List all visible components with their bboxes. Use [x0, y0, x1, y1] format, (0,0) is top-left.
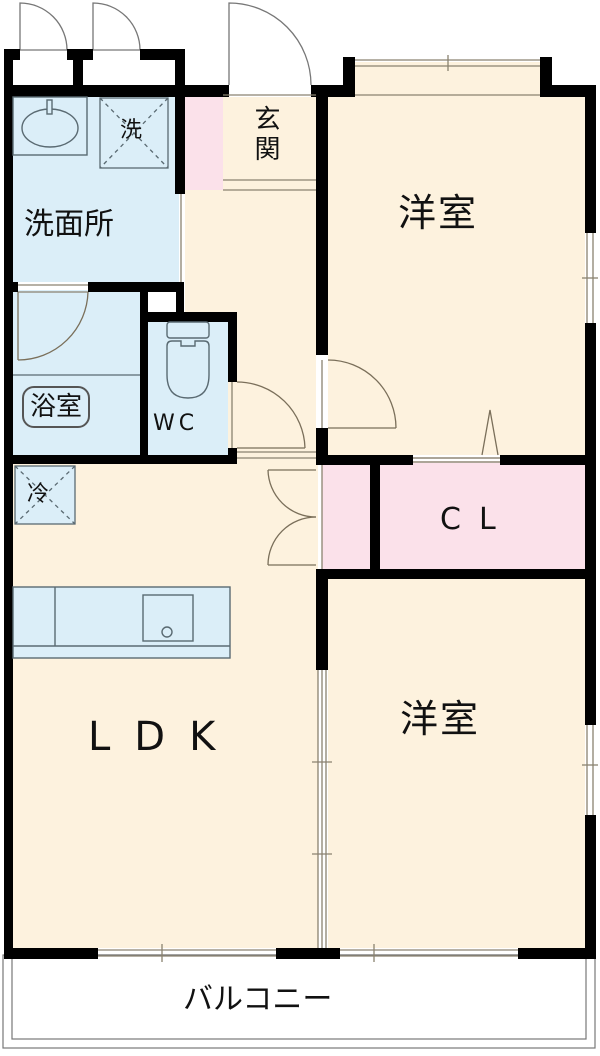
floor-closet-small — [322, 463, 370, 569]
floor-outdoor-storage-2 — [83, 58, 177, 85]
floor-ldk — [13, 462, 318, 948]
floor-outdoor-storage-1 — [13, 58, 75, 85]
washroom-label: 洗面所 — [24, 207, 114, 242]
floor-bathroom — [13, 290, 141, 455]
storage-door-swings — [19, 2, 312, 86]
western-room-2-label: 洋室 — [400, 697, 481, 741]
washbasin-icon — [12, 96, 88, 156]
kitchen-counter-icon — [12, 586, 231, 659]
washing-machine-icon — [99, 97, 169, 169]
floor-western-room-1 — [328, 97, 585, 455]
closet-label: CL — [440, 502, 514, 537]
floor-window-bay — [355, 62, 543, 97]
interior-doors — [17, 291, 500, 566]
western-room-1-label: 洋室 — [398, 191, 479, 235]
toilet-label: WC — [153, 411, 199, 436]
fridge-space-icon — [14, 465, 76, 525]
floor-closet — [380, 463, 585, 569]
floor-western-room-2 — [328, 577, 585, 948]
refrigerator-label: 冷 — [27, 482, 50, 507]
floor-shoe-closet — [185, 97, 223, 190]
toilet-icon — [166, 321, 210, 399]
washing-machine-label: 洗 — [120, 118, 143, 143]
entrance-label: 玄関 — [250, 105, 280, 165]
bathroom-label: 浴室 — [22, 386, 91, 428]
floor-entrance — [223, 97, 316, 190]
ldk-label: LDK — [88, 714, 240, 760]
balcony-label: バルコニー — [183, 982, 333, 1017]
windows — [18, 55, 598, 962]
walls — [4, 49, 596, 959]
